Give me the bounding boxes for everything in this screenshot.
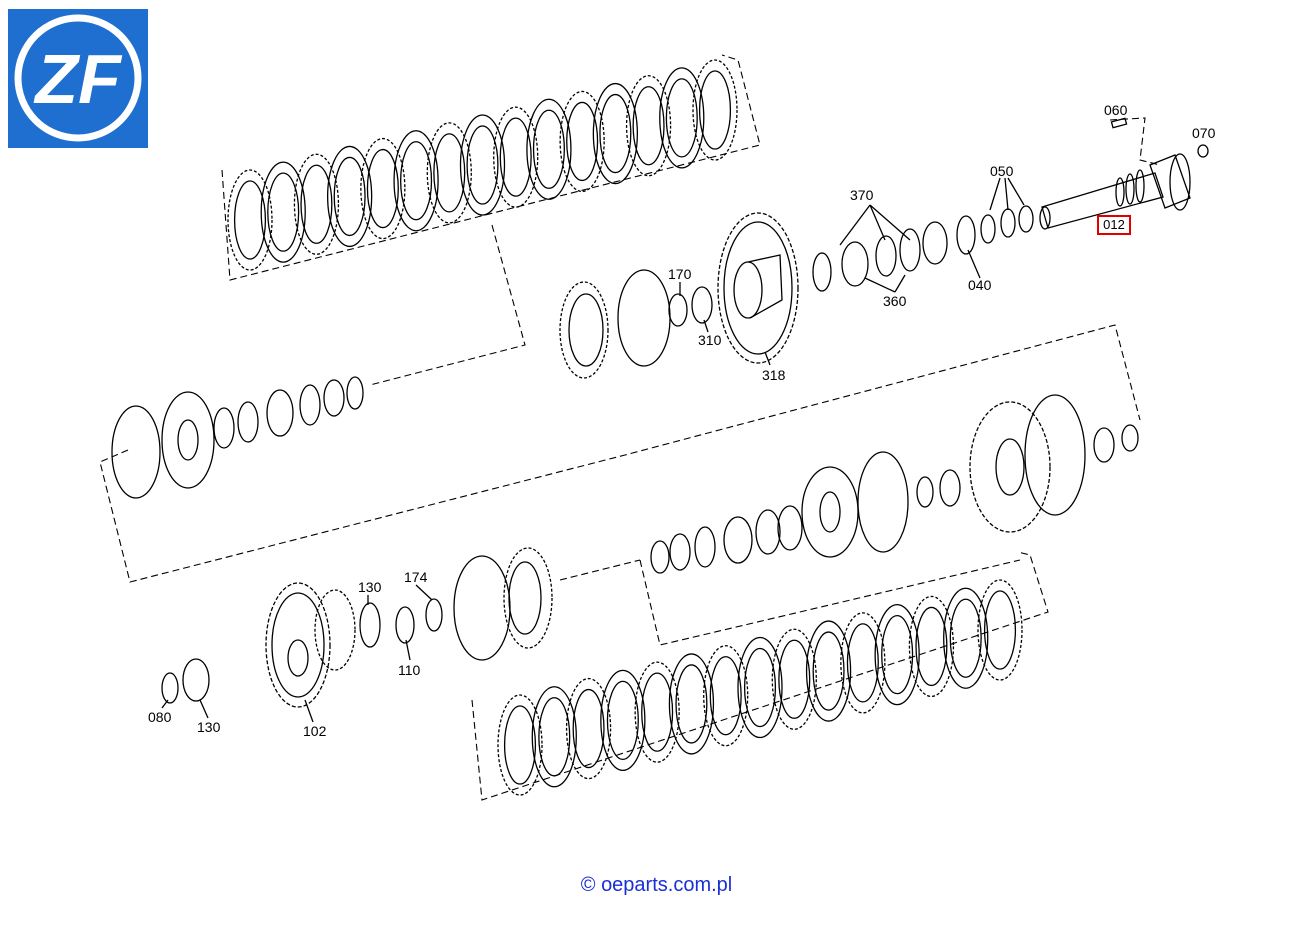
clutch-disc bbox=[771, 628, 817, 730]
clutch-disc bbox=[393, 130, 439, 232]
clutch-disc-bore bbox=[983, 590, 1017, 670]
label-060: 060 bbox=[1104, 102, 1128, 118]
clutch-disc bbox=[497, 694, 543, 796]
clutch-disc-bore bbox=[881, 614, 914, 695]
clutch-disc-bore bbox=[366, 148, 399, 229]
assembly-guide-lines bbox=[99, 117, 1161, 646]
copyright-footer: © oeparts.com.pl bbox=[0, 874, 1313, 897]
clutch-disc bbox=[326, 145, 373, 248]
clutch-disc bbox=[908, 595, 955, 698]
clutch-disc bbox=[592, 82, 639, 185]
label-370: 370 bbox=[850, 187, 874, 203]
clutch-disc-bore bbox=[433, 133, 466, 213]
clutch-disc bbox=[565, 677, 612, 780]
clutch-disc bbox=[260, 161, 306, 263]
clutch-disc bbox=[805, 620, 852, 722]
logo-lettering: ZF bbox=[33, 40, 123, 118]
clutch-disc-bore bbox=[532, 109, 565, 189]
clutch-disc bbox=[659, 67, 705, 169]
clutch-disc bbox=[840, 612, 886, 714]
clutch-disc bbox=[293, 153, 340, 255]
clutch-drum bbox=[650, 394, 1139, 574]
label-110: 110 bbox=[398, 662, 421, 678]
clutch-disc bbox=[977, 579, 1023, 681]
copyright-symbol: © bbox=[580, 874, 596, 896]
clutch-disc-bore bbox=[466, 125, 499, 205]
needle-bearings-370 bbox=[812, 221, 948, 292]
clutch-disc bbox=[634, 661, 680, 763]
label-170: 170 bbox=[668, 266, 692, 282]
clutch-disc-bore bbox=[812, 631, 845, 711]
clutch-disc bbox=[625, 75, 672, 177]
clutch-disc-bore bbox=[503, 705, 537, 785]
clutch-disc-bore bbox=[698, 70, 732, 150]
clutch-disc bbox=[459, 114, 506, 216]
label-leaders bbox=[161, 177, 1025, 723]
label-318: 318 bbox=[762, 367, 786, 383]
label-310: 310 bbox=[698, 332, 722, 348]
clutch-disc-bore bbox=[949, 598, 982, 678]
clutch-disc bbox=[692, 59, 738, 161]
clutch-disc-bore bbox=[538, 697, 571, 777]
clutch-disc bbox=[943, 587, 989, 689]
clutch-disc-bore bbox=[333, 156, 366, 237]
output-gear-102 bbox=[161, 547, 553, 708]
clutch-disc-bore bbox=[632, 86, 665, 166]
label-050: 050 bbox=[990, 163, 1014, 179]
clutch-disc-bore bbox=[743, 647, 777, 728]
clutch-disc-bore bbox=[915, 606, 948, 687]
snap-rings-050 bbox=[956, 205, 1034, 255]
label-102: 102 bbox=[303, 723, 327, 739]
clutch-disc-bore bbox=[599, 93, 632, 174]
label-070: 070 bbox=[1192, 125, 1216, 141]
clutch-disc bbox=[493, 106, 539, 208]
clutch-disc-bore bbox=[665, 78, 698, 158]
clutch-disc bbox=[668, 653, 715, 755]
clutch-disc-bore bbox=[300, 164, 333, 244]
washers-170-310 bbox=[559, 269, 713, 379]
label-130-upper: 130 bbox=[358, 579, 382, 595]
clutch-disc-bore bbox=[499, 117, 532, 197]
clutch-disc-bore bbox=[675, 664, 708, 744]
clutch-disc bbox=[737, 636, 783, 739]
copyright-text: oeparts.com.pl bbox=[601, 874, 733, 896]
clutch-disc-bore bbox=[267, 172, 300, 252]
clutch-disc-bore bbox=[846, 623, 879, 703]
label-130-lower: 130 bbox=[197, 719, 221, 735]
clutch-disc bbox=[426, 122, 472, 224]
zf-logo: ZF bbox=[8, 9, 148, 148]
clutch-disc-bore bbox=[778, 639, 811, 719]
label-174: 174 bbox=[404, 569, 428, 585]
highlighted-part-012[interactable]: 012 bbox=[1097, 215, 1131, 235]
clutch-disc bbox=[360, 137, 406, 240]
clutch-disc bbox=[531, 686, 577, 788]
label-080: 080 bbox=[148, 709, 172, 725]
part-labels: 060 070 050 370 360 040 170 310 318 130 … bbox=[148, 102, 1216, 739]
clutch-disc bbox=[703, 645, 749, 747]
clutch-disc bbox=[559, 90, 605, 193]
input-shaft-012 bbox=[1039, 117, 1209, 230]
clutch-disc bbox=[600, 669, 646, 772]
clutch-disc bbox=[874, 603, 920, 706]
upper-clutch-pack bbox=[221, 54, 761, 281]
gear-318 bbox=[717, 212, 799, 364]
clutch-disc-bore bbox=[641, 672, 674, 752]
clutch-disc bbox=[227, 169, 273, 271]
label-040: 040 bbox=[968, 277, 992, 293]
clutch-disc-bore bbox=[233, 180, 267, 260]
clutch-disc-bore bbox=[566, 101, 599, 182]
clutch-disc-bore bbox=[400, 141, 433, 221]
highlighted-part-label: 012 bbox=[1103, 217, 1125, 232]
lower-clutch-pack bbox=[471, 551, 1049, 801]
piston-assembly-left bbox=[111, 376, 364, 499]
clutch-disc bbox=[526, 98, 572, 200]
clutch-disc-bore bbox=[572, 688, 605, 769]
label-360: 360 bbox=[883, 293, 907, 309]
clutch-disc-bore bbox=[606, 680, 639, 761]
clutch-disc-bore bbox=[709, 656, 742, 736]
